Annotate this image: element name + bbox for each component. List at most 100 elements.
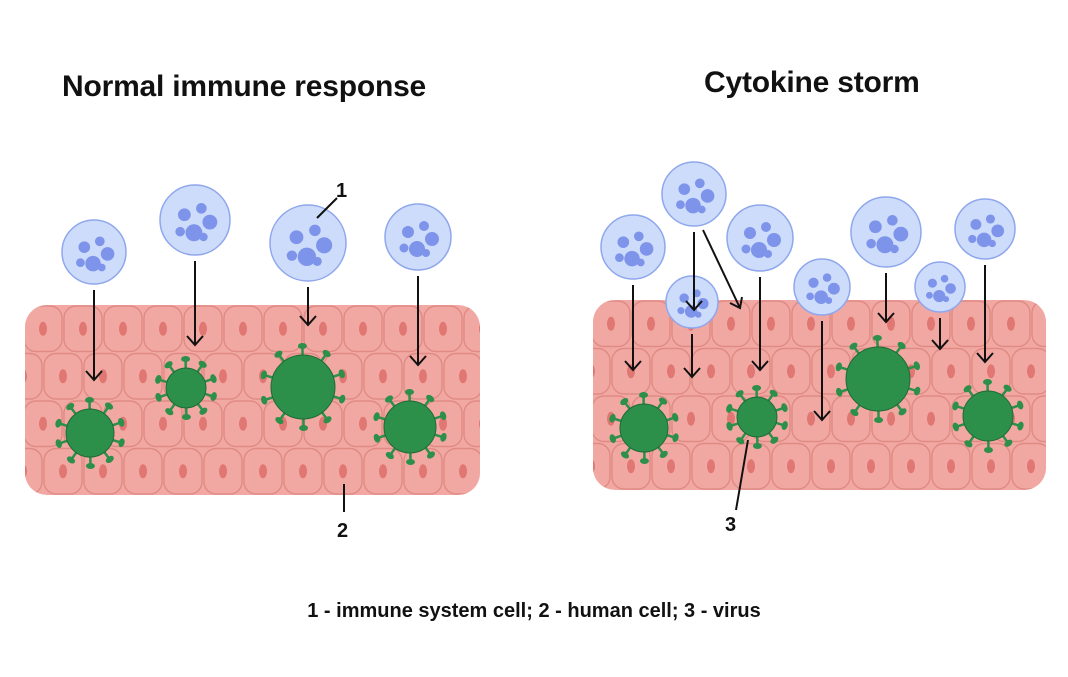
immune-granule	[425, 232, 439, 246]
immune-granule	[615, 253, 624, 263]
human-cell-nucleus	[259, 464, 267, 479]
virus-spike-tip	[105, 455, 114, 464]
virus-spike-tip	[620, 451, 630, 459]
immune-granule	[202, 214, 218, 230]
immune-cell-body	[850, 196, 922, 268]
human-cell	[25, 352, 43, 400]
immune-cell-icon	[159, 184, 231, 256]
human-cell-nucleus	[1027, 459, 1035, 474]
immune-granule	[196, 203, 207, 214]
human-cell-nucleus	[279, 321, 287, 336]
virus-spike-tip	[118, 438, 125, 448]
immune-granule	[694, 178, 705, 189]
attack-arrow	[976, 265, 994, 364]
human-cell-nucleus	[479, 416, 480, 431]
human-cell-nucleus	[827, 459, 835, 474]
immune-granule	[945, 283, 956, 294]
immune-cell-body	[914, 261, 966, 313]
immune-granule	[316, 237, 333, 254]
virus-spike-tip	[849, 342, 858, 350]
virus-spike-tip	[164, 361, 173, 369]
immune-cell-icon	[661, 161, 727, 227]
human-cell-nucleus	[707, 459, 715, 474]
virus-spike-tip	[836, 387, 843, 397]
immune-cell-body	[384, 203, 452, 271]
human-cell-nucleus	[499, 369, 507, 383]
virus-spike-tip	[261, 395, 268, 405]
immune-granule	[199, 232, 208, 242]
immune-granule	[617, 236, 630, 248]
virus-body	[619, 403, 669, 453]
virus-spike-tip	[55, 418, 62, 428]
human-cell-nucleus	[887, 316, 895, 331]
immune-cell-body	[269, 204, 347, 282]
tissue-background	[593, 300, 1046, 490]
immune-granule	[887, 215, 898, 226]
virus-spike-tip	[874, 416, 884, 423]
immune-granule	[676, 200, 685, 210]
immune-cells-layer	[61, 161, 1016, 329]
immune-granule	[943, 296, 950, 303]
arrow-head	[813, 410, 831, 422]
virus-body	[383, 400, 437, 454]
immune-cell-body	[61, 219, 127, 285]
human-cell-nucleus	[99, 464, 107, 479]
virus-spike-tip	[659, 450, 668, 459]
immune-cell-icon	[954, 198, 1016, 260]
arrow-head	[931, 339, 949, 351]
immune-granule	[309, 224, 321, 237]
immune-granule	[808, 277, 819, 288]
attack-arrow-diagonal	[702, 229, 743, 310]
title-cytokine-storm: Cytokine storm	[704, 66, 920, 99]
human-cell	[1031, 395, 1046, 443]
virus-spike-tip	[1004, 439, 1013, 447]
virus-spike-tip	[639, 392, 649, 399]
virus-icon	[260, 343, 346, 431]
immune-granule	[409, 241, 425, 257]
arrow-head	[685, 300, 703, 312]
human-cell-nucleus	[927, 316, 935, 331]
human-cell-nucleus	[159, 416, 167, 431]
human-cell-nucleus	[439, 321, 447, 336]
human-cell-nucleus	[747, 364, 755, 379]
immune-granule	[700, 189, 715, 203]
immune-granule	[639, 242, 654, 256]
immune-granule	[764, 250, 772, 258]
immune-granule	[678, 183, 691, 195]
immune-cell-body	[665, 275, 719, 329]
human-cell-nucleus	[199, 416, 207, 431]
immune-granule	[976, 232, 992, 248]
virus-spike-tip	[983, 446, 993, 453]
virus-body	[736, 396, 778, 438]
human-cell-nucleus	[119, 321, 127, 336]
virus-spike-tip	[299, 424, 309, 431]
human-cell-nucleus	[419, 464, 427, 479]
immune-cell-icon	[269, 204, 347, 282]
human-cell-nucleus	[379, 464, 387, 479]
immune-granule	[822, 273, 832, 282]
human-cell-nucleus	[239, 321, 247, 336]
virus-spike-tip	[658, 397, 668, 405]
attack-arrow	[685, 232, 703, 312]
virus-spike-tip	[118, 417, 125, 427]
arrow-head	[751, 360, 769, 372]
human-cell-nucleus	[479, 321, 480, 336]
virus-spike-tip	[735, 390, 744, 398]
immune-granule	[744, 227, 756, 239]
human-cell-nucleus	[807, 316, 815, 331]
human-cell	[1052, 444, 1068, 490]
virus-icon	[952, 379, 1024, 453]
arrow-head	[85, 370, 103, 382]
immune-cell-icon	[61, 219, 127, 285]
human-cell-nucleus	[379, 369, 387, 384]
immune-granule	[890, 244, 899, 254]
virus-icon	[726, 385, 788, 449]
virus-spike-tip	[952, 401, 959, 411]
human-cell	[484, 354, 522, 400]
human-cell-nucleus	[1047, 412, 1055, 426]
virus-spike-tip	[835, 362, 842, 372]
virus-spike-tip	[338, 369, 345, 379]
human-cell	[463, 305, 480, 353]
immune-granule	[866, 238, 876, 249]
virus-spike-tip	[373, 433, 381, 443]
